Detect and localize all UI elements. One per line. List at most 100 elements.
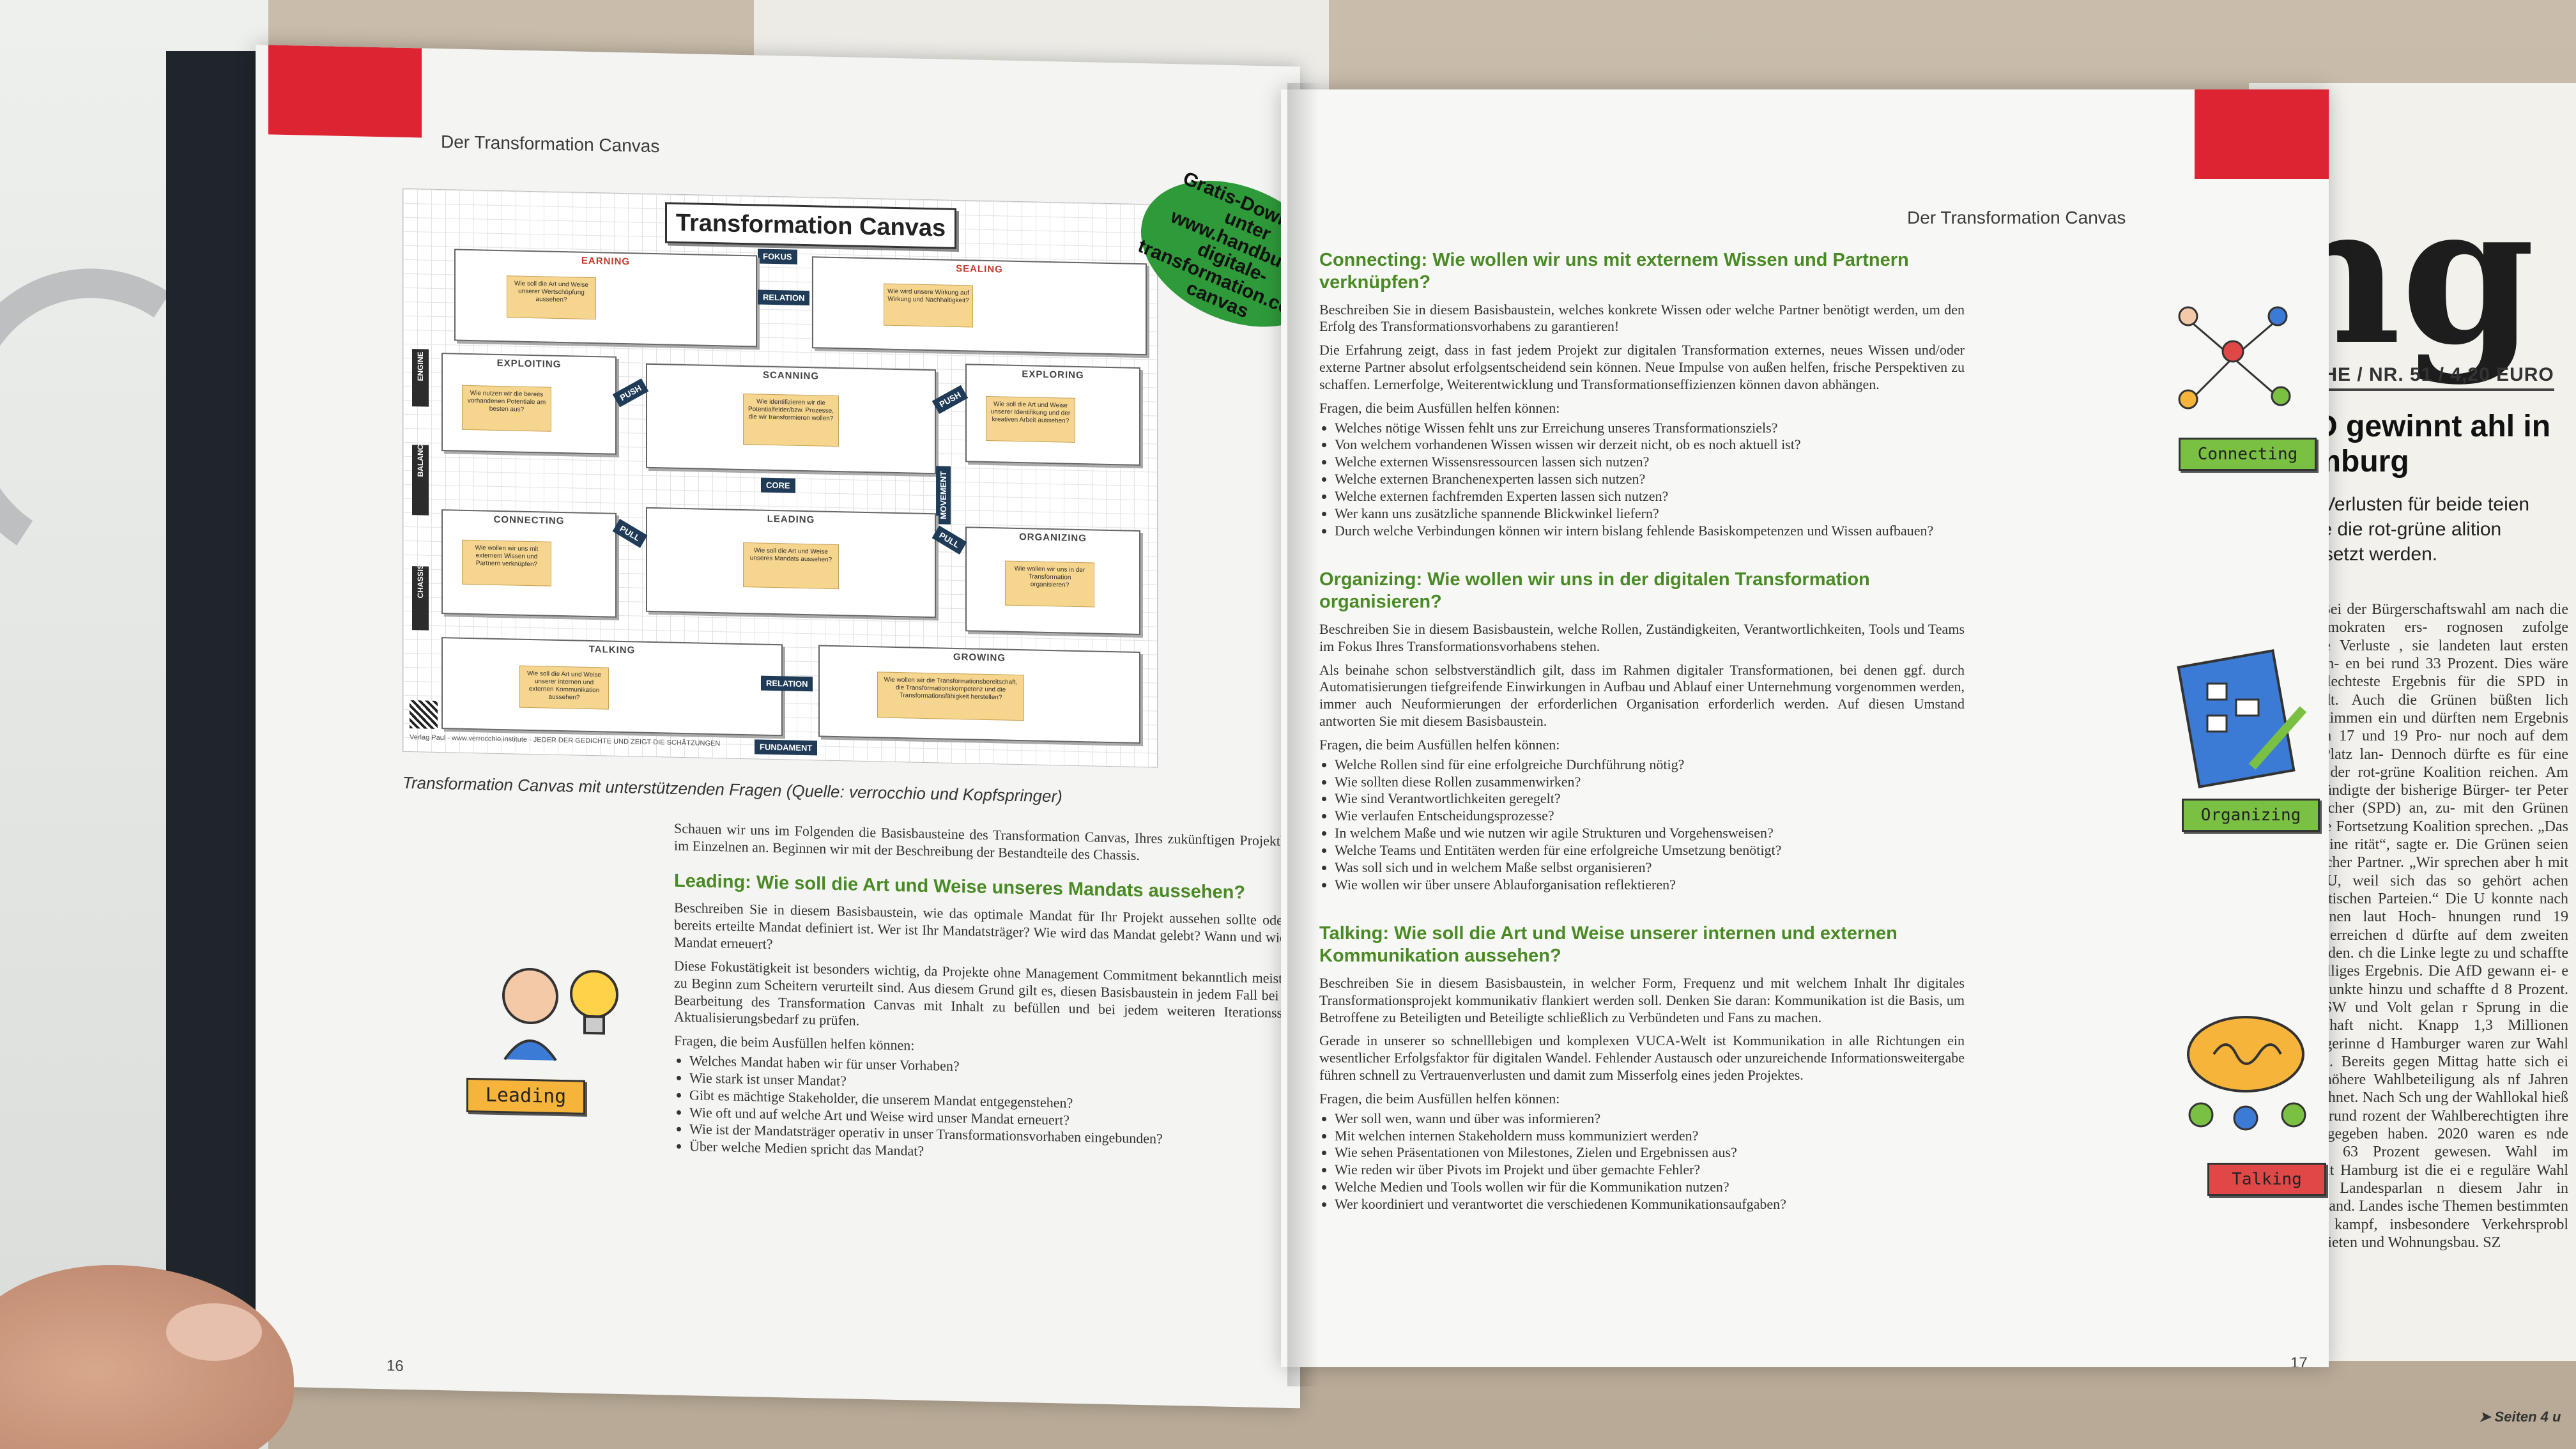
box-exploring-head: EXPLORING — [1022, 369, 1084, 381]
running-head-right: Der Transformation Canvas — [1907, 208, 2126, 227]
connecting-paragraph-2: Die Erfahrung zeigt, dass in fast jedem … — [1319, 342, 1965, 392]
note-exploiting: Wie nutzen wir die bereits vorhandenen P… — [462, 385, 551, 432]
list-item: Welches nötige Wissen fehlt uns zur Erre… — [1335, 420, 1965, 437]
list-item: Wie sehen Präsentationen von Milestones,… — [1335, 1144, 1965, 1162]
box-sealing-head: SEALING — [956, 263, 1003, 275]
thumb-nail — [166, 1303, 262, 1361]
connecting-questions-lead: Fragen, die beim Ausfüllen helfen können… — [1319, 399, 1560, 416]
list-item: Mit welchen internen Stakeholdern muss k… — [1335, 1128, 1965, 1145]
box-leading-head: LEADING — [767, 513, 815, 526]
leading-paragraph-2: Diese Fokustätigkeit ist besonders wicht… — [674, 957, 1300, 1029]
organizing-label: Organizing — [2182, 799, 2320, 832]
canvas-title: Transformation Canvas — [665, 202, 956, 249]
talking-paragraph-2: Gerade in unserer so schnelllebigen und … — [1319, 1032, 1965, 1084]
box-exploiting-head: EXPLOITING — [496, 357, 562, 371]
connecting-questions-list: Welches nötige Wissen fehlt uns zur Erre… — [1319, 420, 1965, 540]
red-corner-left — [268, 45, 422, 138]
left-page: Der Transformation Canvas Transformation… — [256, 45, 1300, 1409]
tag-fokus: FOKUS — [758, 249, 797, 264]
organizing-questions-lead: Fragen, die beim Ausfüllen helfen können… — [1319, 736, 1560, 753]
open-book: Der Transformation Canvas Transformation… — [166, 45, 2332, 1409]
talking-label: Talking — [2207, 1163, 2326, 1196]
connecting-heading: Connecting: Wie wollen wir uns mit exter… — [1319, 250, 1909, 293]
organizing-paragraph-1: Beschreiben Sie in diesem Basisbaustein,… — [1319, 620, 1965, 654]
qr-code-icon — [410, 700, 438, 729]
tag-fundament: FUNDAMENT — [755, 739, 818, 756]
talking-speech-bubble-icon — [2187, 1016, 2306, 1131]
list-item: Welche Medien und Tools wollen wir für d… — [1335, 1179, 1965, 1196]
connecting-label: Connecting — [2179, 438, 2317, 471]
running-head-left: Der Transformation Canvas — [441, 132, 660, 157]
list-item: Wie verlaufen Entscheidungsprozesse? — [1335, 808, 1965, 825]
box-organizing: ORGANIZING Wie wollen wir uns in der Tra… — [965, 526, 1140, 636]
left-text-column: Schauen wir uns im Folgenden die Basisba… — [674, 820, 1300, 1169]
connecting-network-icon — [2178, 306, 2291, 410]
right-text-column: Connecting: Wie wollen wir uns mit exter… — [1319, 249, 1965, 1213]
side-balance-label: BALANCE — [416, 439, 425, 477]
box-scanning-head: SCANNING — [762, 369, 819, 382]
list-item: Wer kann uns zusätzliche spannende Blick… — [1335, 505, 1965, 523]
talking-questions-list: Wer soll wen, wann und über was informie… — [1319, 1110, 1965, 1213]
organizing-document-pen-icon — [2177, 649, 2307, 788]
box-connecting: CONNECTING Wie wollen wir uns mit extern… — [441, 509, 617, 618]
side-balance: BALANCE — [412, 439, 429, 516]
note-scanning: Wie identifizieren wir die Potentialfeld… — [743, 393, 839, 447]
list-item: Welche Teams und Entitäten werden für ei… — [1335, 842, 1965, 859]
note-connecting: Wie wollen wir uns mit externem Wissen u… — [462, 539, 551, 586]
note-exploring: Wie soll die Art und Weise unserer Ident… — [986, 395, 1075, 443]
side-engine-label: ENGINE — [416, 351, 425, 381]
note-growing: Wie wollen wir die Transformationsbereit… — [877, 671, 1024, 721]
box-talking: TALKING Wie soll die Art und Weise unser… — [441, 637, 783, 737]
box-organizing-head: ORGANIZING — [1019, 532, 1087, 544]
list-item: Welche externen fachfremden Experten las… — [1335, 488, 1965, 505]
figure-caption: Transformation Canvas mit unterstützende… — [402, 772, 1062, 806]
leading-questions-list: Welches Mandat haben wir für unser Vorha… — [674, 1052, 1300, 1169]
box-earning-head: EARNING — [581, 255, 631, 268]
box-growing-head: GROWING — [953, 651, 1006, 664]
right-page: Der Transformation Canvas Connecting: Wi… — [1281, 89, 2329, 1367]
newspaper-more-link: ➤ Seiten 4 u — [2479, 1409, 2561, 1425]
book-gutter-shadow — [1287, 83, 1319, 1386]
tag-movement: MOVEMENT — [936, 466, 951, 525]
box-growing: GROWING Wie wollen wir die Transformatio… — [818, 645, 1140, 744]
note-leading: Wie soll die Art und Weise unseres Manda… — [743, 542, 839, 590]
list-item: Wie wollen wir über unsere Ablauforganis… — [1335, 877, 1965, 894]
page-number-left: 16 — [387, 1357, 404, 1375]
list-item: Welche externen Wissensressourcen lassen… — [1335, 454, 1965, 471]
talking-heading: Talking: Wie soll die Art und Weise unse… — [1319, 923, 1897, 967]
leading-people-bulb-icon — [502, 967, 618, 1061]
list-item: Wer koordiniert und verantwortet die ver… — [1335, 1196, 1965, 1213]
side-chassis-label: CHASSIS — [416, 564, 425, 599]
list-item: Welche Rollen sind für eine erfolgreiche… — [1335, 756, 1965, 774]
tag-core: CORE — [761, 477, 795, 493]
intro-paragraph: Schauen wir uns im Folgenden die Basisba… — [674, 820, 1300, 863]
organizing-paragraph-2: Als beinahe schon selbstverständlich gil… — [1319, 661, 1965, 730]
page-number-right: 17 — [2290, 1354, 2308, 1367]
side-engine: ENGINE — [412, 349, 429, 407]
box-exploring: EXPLORING Wie soll die Art und Weise uns… — [965, 364, 1140, 466]
list-item: Wer soll wen, wann und über was informie… — [1335, 1110, 1965, 1128]
leading-paragraph-1: Beschreiben Sie in diesem Basisbaustein,… — [674, 900, 1300, 953]
talking-paragraph-1: Beschreiben Sie in diesem Basisbaustein,… — [1319, 974, 1965, 1025]
note-organizing: Wie wollen wir uns in der Transformation… — [1005, 560, 1094, 608]
box-connecting-head: CONNECTING — [493, 514, 565, 527]
red-corner-right — [2195, 89, 2329, 179]
leading-label: Leading — [466, 1077, 585, 1115]
organizing-questions-list: Welche Rollen sind für eine erfolgreiche… — [1319, 756, 1965, 894]
box-scanning: SCANNING Wie identifizieren wir die Pote… — [646, 363, 936, 475]
organizing-heading: Organizing: Wie wollen wir uns in der di… — [1319, 569, 1870, 613]
note-sealing: Wie wird unsere Wirkung auf Wirkung und … — [884, 283, 973, 328]
list-item: Wie sind Verantwortlichkeiten geregelt? — [1335, 790, 1965, 808]
side-chassis: CHASSIS — [412, 564, 429, 631]
talking-questions-lead: Fragen, die beim Ausfüllen helfen können… — [1319, 1090, 1560, 1107]
list-item: Durch welche Verbindungen können wir int… — [1335, 523, 1965, 540]
box-leading: LEADING Wie soll die Art und Weise unser… — [646, 507, 936, 618]
box-earning: EARNING Wie soll die Art und Weise unser… — [454, 249, 757, 348]
note-earning: Wie soll die Art und Weise unserer Werts… — [507, 275, 596, 320]
connecting-paragraph-1: Beschreiben Sie in diesem Basisbaustein,… — [1319, 301, 1965, 335]
list-item: Welche externen Branchenexperten lassen … — [1335, 471, 1965, 488]
box-talking-head: TALKING — [588, 643, 636, 656]
list-item: Wie sollten diese Rollen zusammenwirken? — [1335, 774, 1965, 791]
list-item: In welchem Maße und wie nutzen wir agile… — [1335, 825, 1965, 842]
